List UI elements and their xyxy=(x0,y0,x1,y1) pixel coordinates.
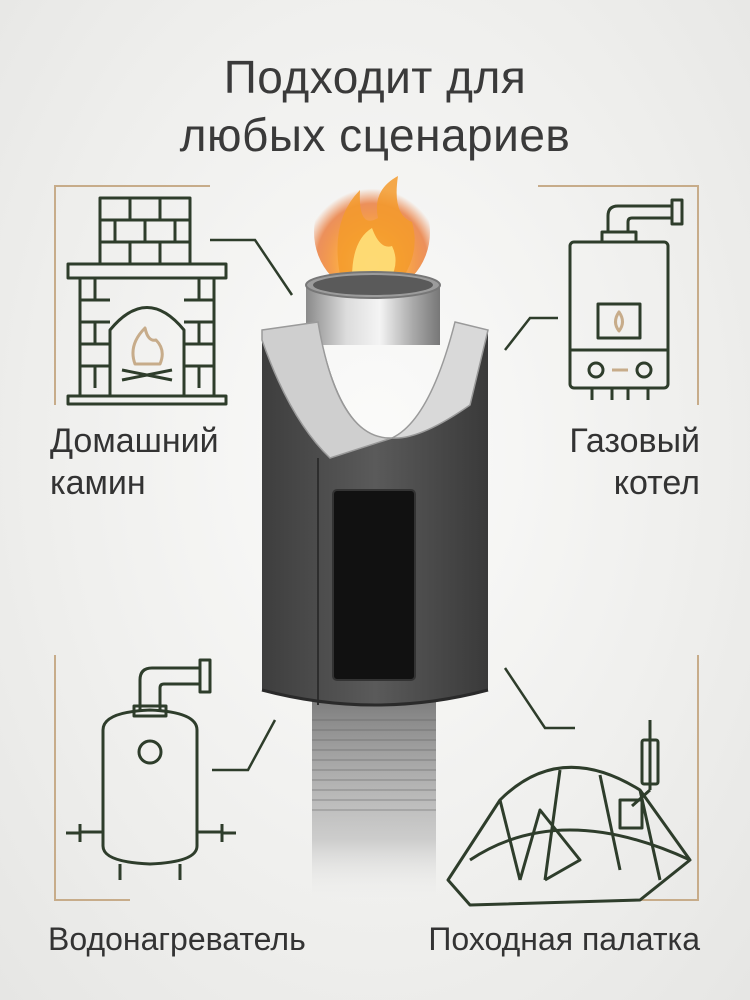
tent-icon xyxy=(446,720,692,907)
flame-image xyxy=(314,170,430,294)
connector-lines xyxy=(210,238,575,772)
page-title-line2: любых сценариев xyxy=(179,109,571,161)
scenario-tent-label: Походная палатка xyxy=(428,921,700,957)
scenario-water-heater-label: Водонагреватель xyxy=(48,921,306,957)
pipe-bottom xyxy=(312,700,436,900)
gas-boiler-label-line2: котел xyxy=(613,464,700,502)
fireplace-icon xyxy=(66,196,228,406)
fireplace-label-line2: камин xyxy=(50,464,146,502)
gas-boiler-icon xyxy=(568,198,684,400)
fireplace-label-line1: Домашний xyxy=(50,422,219,460)
gas-boiler-label-line1: Газовый xyxy=(569,422,700,460)
scenario-fireplace-label: Домашний камин xyxy=(50,420,219,504)
page-title: Подходит для любых сценариев xyxy=(0,48,750,164)
frame-lines xyxy=(54,185,699,901)
scenario-gas-boiler-label: Газовый котел xyxy=(569,420,700,504)
page-title-line1: Подходит для xyxy=(223,51,527,103)
insulation-cover xyxy=(261,321,489,707)
water-heater-icon xyxy=(66,658,236,880)
pipe-top xyxy=(305,271,441,345)
